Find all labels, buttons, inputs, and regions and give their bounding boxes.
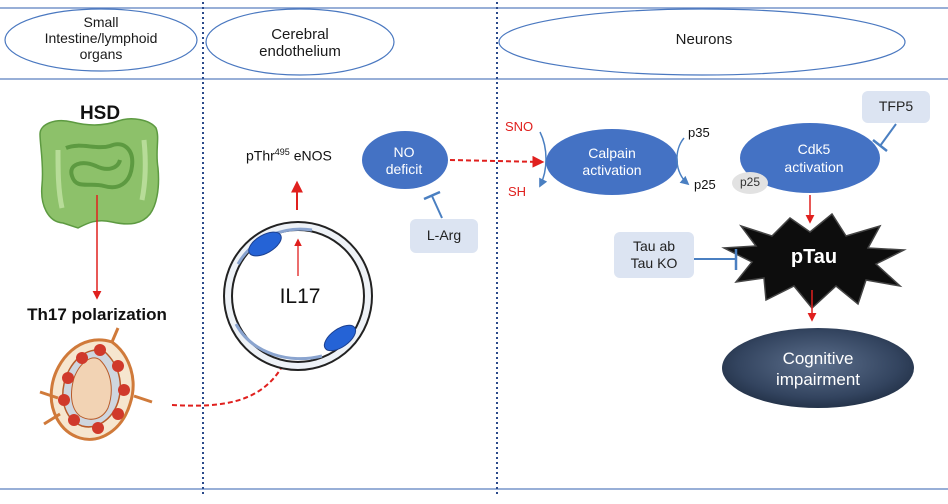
tau-ab-box (614, 232, 694, 278)
tfp5-label: TFP5 (878, 98, 914, 114)
arrow-no-to-calpain (449, 155, 545, 168)
column-title-middle: Cerebral endothelium (259, 26, 341, 60)
intestine-illustration (39, 118, 160, 229)
p25-badge-label: p25 (739, 175, 761, 189)
larg-label: L-Arg (426, 227, 462, 243)
tfp5-box (862, 91, 930, 123)
sh-label: SH (508, 184, 527, 199)
column-title-left: Small Intestine/lymphoid organs (44, 14, 158, 62)
header-ellipse-left (4, 8, 198, 72)
larg-box (410, 219, 478, 253)
blood-vessel-illustration (223, 221, 373, 371)
lymph-node-illustration (39, 327, 153, 441)
th17-label: Th17 polarization (27, 305, 167, 324)
sno-sh-curve (539, 131, 548, 188)
enos-label: pThr495 eNOS (246, 147, 332, 164)
ptau-label: pTau (790, 246, 838, 268)
ptau-burst (721, 212, 907, 310)
no-deficit-node (362, 131, 448, 189)
calpain-node (546, 129, 678, 195)
header-ellipse-middle (205, 8, 395, 76)
hsd-label: HSD (79, 103, 121, 124)
p35-p25-curve (676, 137, 690, 186)
sno-label: SNO (505, 119, 534, 134)
column-title-right: Neurons (675, 31, 733, 48)
header-ellipse-right (498, 8, 906, 76)
p35-label: p35 (688, 125, 710, 140)
p25-label: p25 (694, 177, 716, 192)
il17-label: IL17 (279, 285, 321, 308)
cdk5-node (740, 123, 880, 193)
p25-badge (732, 172, 768, 194)
cognitive-impairment-node (722, 328, 914, 408)
